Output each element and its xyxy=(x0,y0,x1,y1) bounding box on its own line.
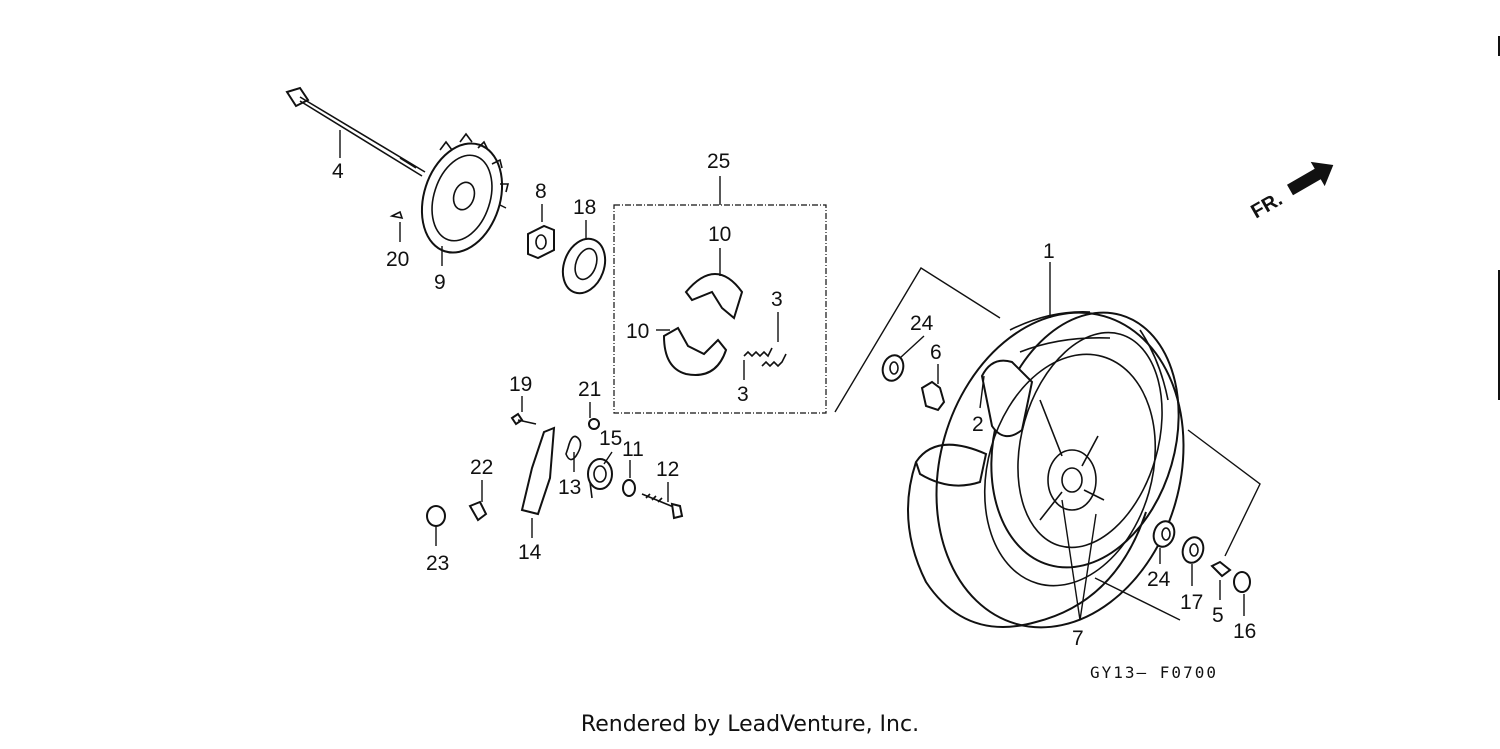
bolt-19-part[interactable] xyxy=(510,412,537,426)
callout-8: 8 xyxy=(535,180,547,203)
spring-13-part[interactable] xyxy=(565,435,582,461)
nut-part[interactable] xyxy=(1233,571,1251,593)
brake-shoe-upper[interactable] xyxy=(684,273,744,320)
leader-lines xyxy=(339,130,1245,621)
callout-2: 2 xyxy=(972,413,984,436)
dust-seal-lower-part[interactable] xyxy=(1150,519,1177,550)
nut-21-part[interactable] xyxy=(588,418,600,430)
callout-10-upper: 10 xyxy=(708,223,731,246)
callout-25: 25 xyxy=(707,150,730,173)
brake-spring-1[interactable] xyxy=(743,347,773,358)
figure-code: GY13– F0700 xyxy=(1090,663,1218,682)
callout-11: 11 xyxy=(622,438,644,461)
collar-part[interactable] xyxy=(527,224,555,260)
callout-18: 18 xyxy=(573,196,596,219)
brake-shoe-lower[interactable] xyxy=(662,326,728,376)
right-edge-line-upper xyxy=(1498,36,1500,56)
nut-22-part[interactable] xyxy=(468,500,488,522)
callout-9: 9 xyxy=(434,271,446,294)
callout-21: 21 xyxy=(578,378,601,401)
callout-1: 1 xyxy=(1043,240,1055,263)
front-direction-indicator: FR. xyxy=(1247,161,1334,223)
footer-credit: Rendered by LeadVenture, Inc. xyxy=(580,712,920,737)
callout-15: 15 xyxy=(599,427,622,450)
callout-4: 4 xyxy=(332,160,344,183)
callout-3-lower: 3 xyxy=(737,383,749,406)
callout-10-lower: 10 xyxy=(626,320,649,343)
callout-24-lower: 24 xyxy=(1147,568,1171,591)
callout-13: 13 xyxy=(558,476,581,499)
collar-right-part[interactable] xyxy=(1210,560,1232,578)
dust-seal-upper-part[interactable] xyxy=(879,353,906,384)
pin-part[interactable] xyxy=(389,210,404,220)
brake-arm-part[interactable] xyxy=(520,426,556,516)
wheel-assembly-box xyxy=(834,267,1261,621)
callout-7: 7 xyxy=(1072,627,1084,650)
callout-12: 12 xyxy=(656,458,679,481)
brake-shoe-set-box xyxy=(613,176,827,414)
sprocket-part[interactable] xyxy=(409,132,516,263)
callout-20: 20 xyxy=(386,248,409,271)
axle-part[interactable] xyxy=(285,86,426,177)
valve-part[interactable] xyxy=(920,380,946,412)
tire-part[interactable] xyxy=(963,290,1208,590)
front-arrow-icon xyxy=(1287,161,1334,196)
callout-6: 6 xyxy=(930,341,942,364)
right-edge-line-lower xyxy=(1498,270,1500,400)
bearing-part[interactable] xyxy=(556,233,613,299)
indicator-15-part[interactable] xyxy=(587,458,613,499)
callout-14: 14 xyxy=(518,541,542,564)
callout-5: 5 xyxy=(1212,604,1224,627)
cap-23-part[interactable] xyxy=(426,505,446,527)
front-direction-label: FR. xyxy=(1247,188,1286,223)
callout-23: 23 xyxy=(426,552,449,575)
wheel-part[interactable] xyxy=(901,283,1220,657)
callout-3-upper: 3 xyxy=(771,288,783,311)
callout-labels: 1 2 3 3 4 5 6 7 8 9 10 10 11 12 13 14 15… xyxy=(332,150,1256,650)
callout-24-upper: 24 xyxy=(910,312,934,335)
washer-11-part[interactable] xyxy=(622,479,636,497)
bearing-right-part[interactable] xyxy=(1179,535,1206,566)
bolt-12-part[interactable] xyxy=(641,493,684,520)
brake-spring-2[interactable] xyxy=(761,353,787,368)
tube-part[interactable] xyxy=(914,359,1034,487)
callout-19: 19 xyxy=(509,373,532,396)
callout-16: 16 xyxy=(1233,620,1256,643)
callout-17: 17 xyxy=(1180,591,1203,614)
callout-22: 22 xyxy=(470,456,493,479)
